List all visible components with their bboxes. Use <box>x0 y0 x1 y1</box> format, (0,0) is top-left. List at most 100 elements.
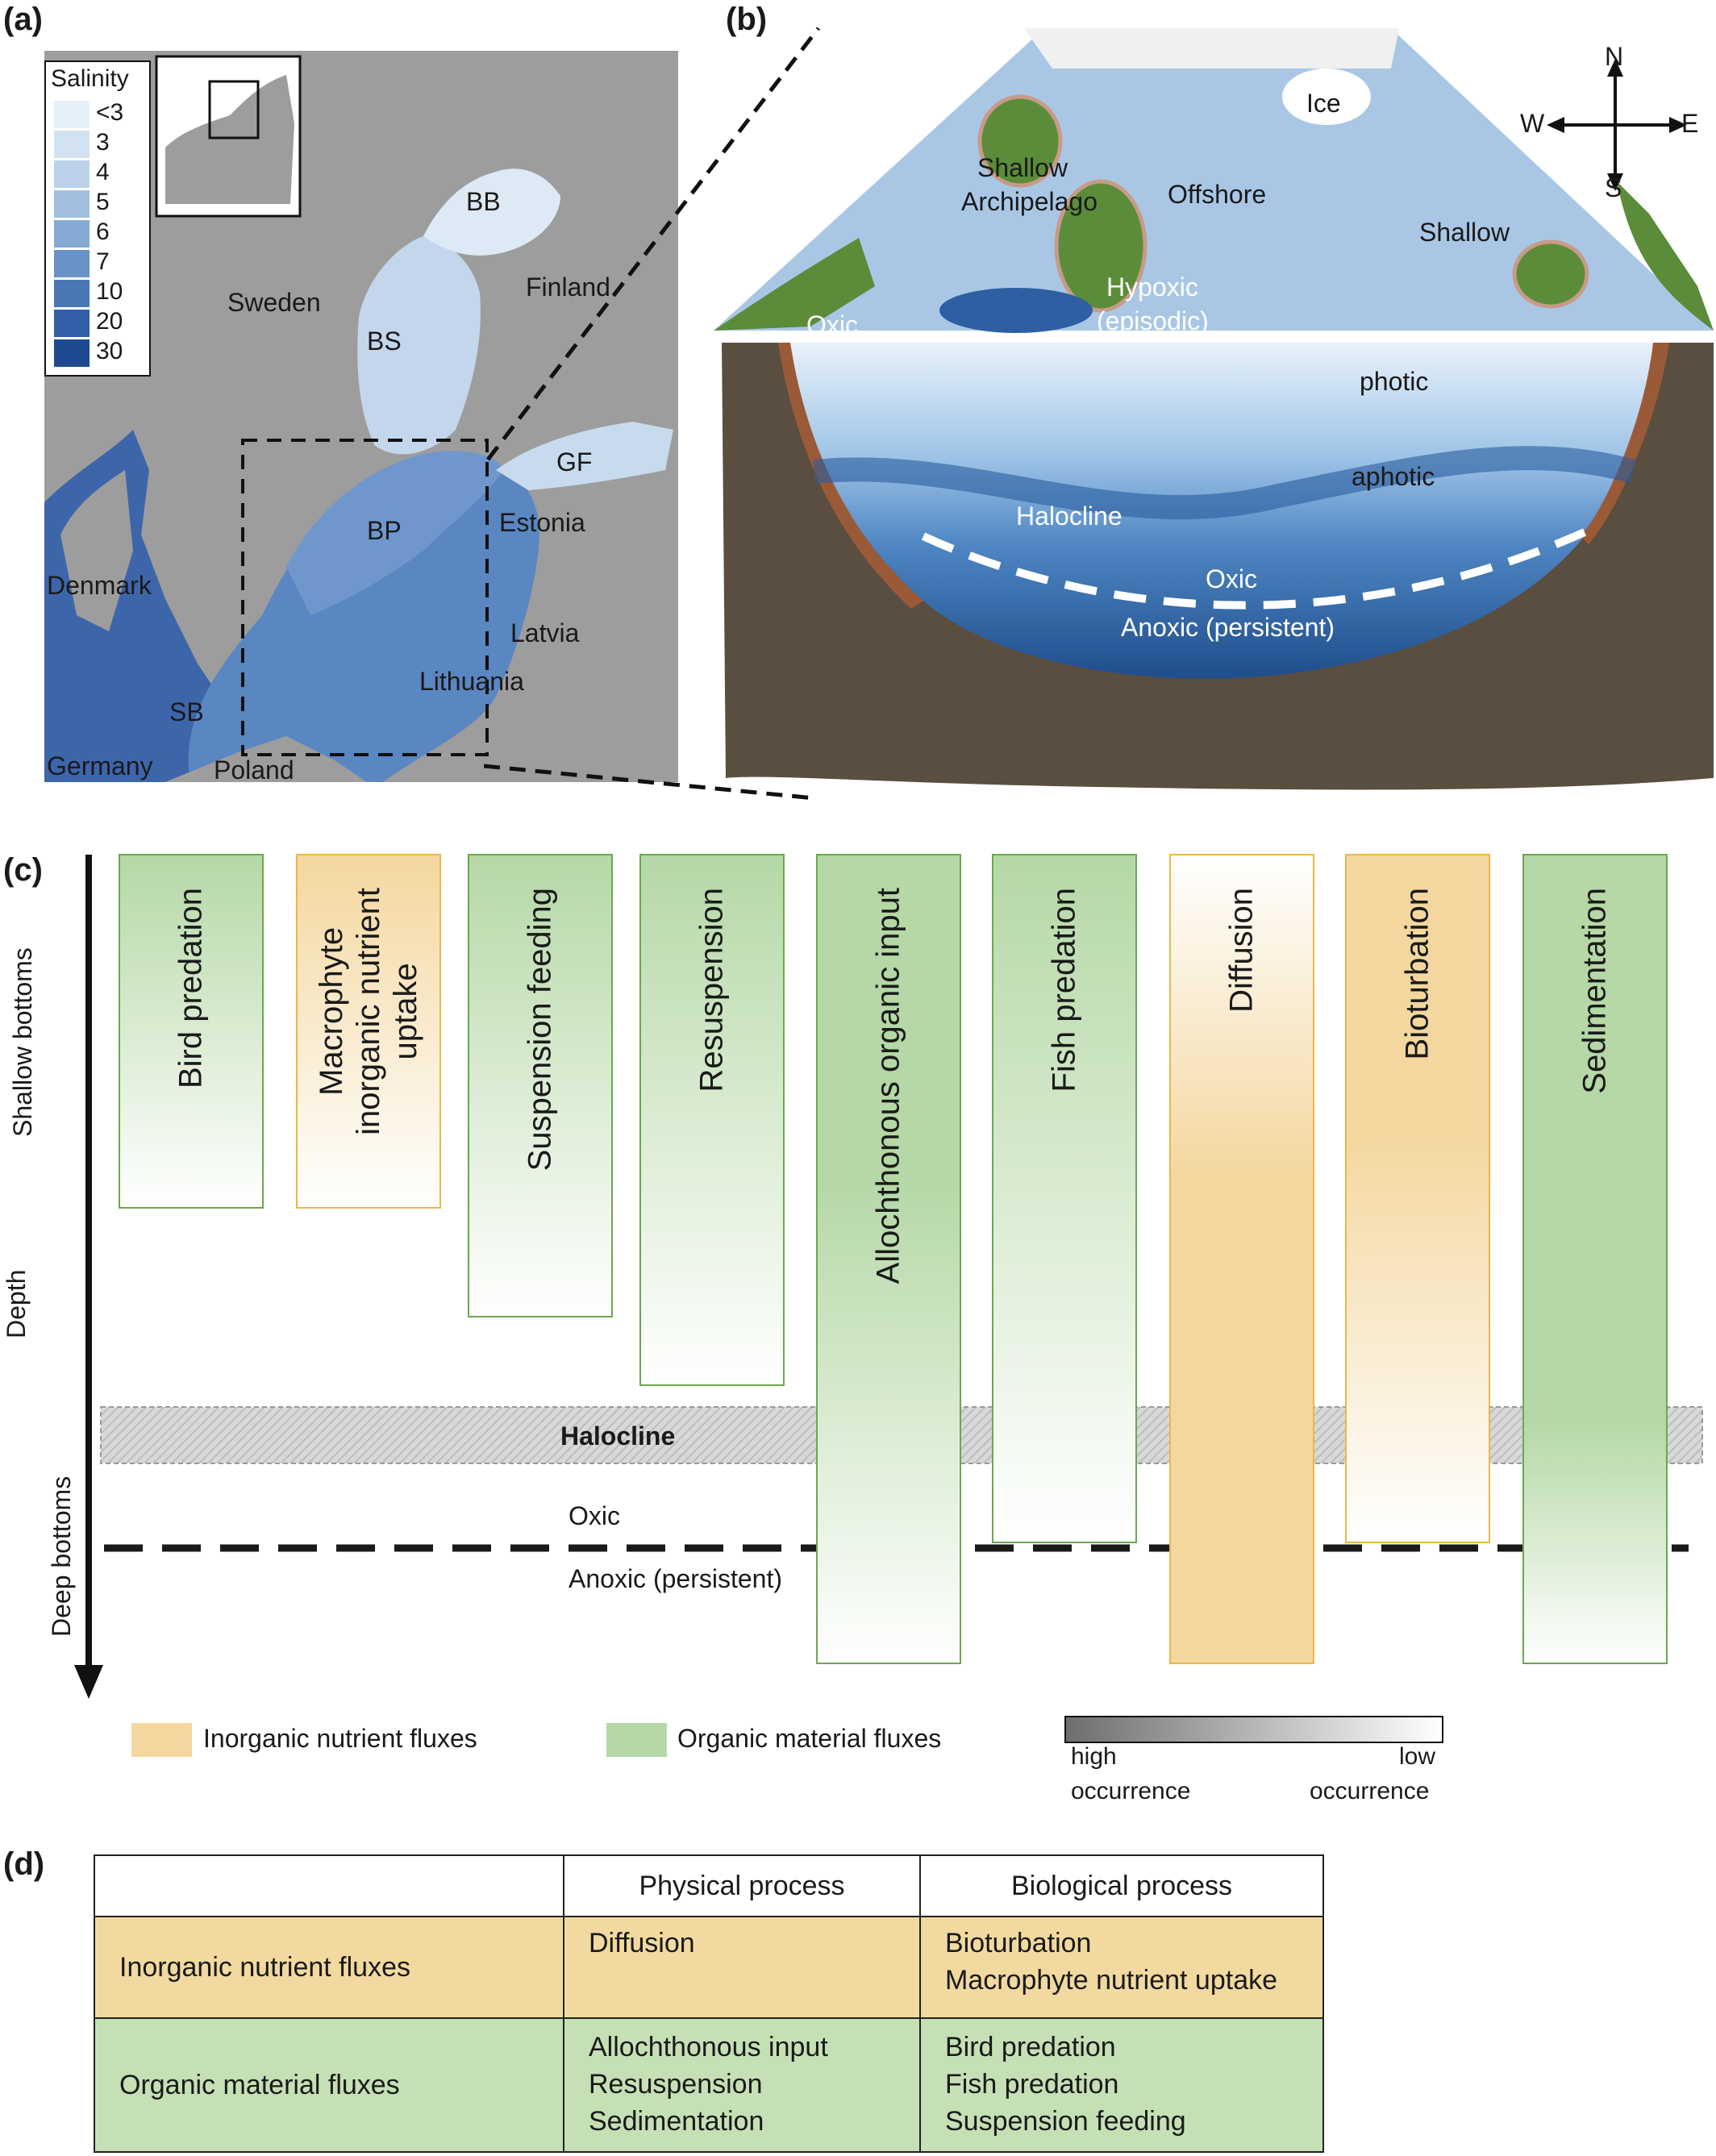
axis-label-shallow: Shallow bottoms <box>8 947 37 1137</box>
legend-organic-label: Organic material fluxes <box>677 1724 942 1753</box>
panel-label-d: (d) <box>3 1846 45 1882</box>
table-cell-biological: Bird predation Fish predation Suspension… <box>919 2017 1324 2153</box>
salinity-legend-label: 5 <box>96 189 110 215</box>
occurrence-low-label: low <box>1399 1743 1436 1770</box>
process-bar: Allochthonous organic input <box>816 854 961 1664</box>
table-cell-item: Allochthonous input <box>589 2032 828 2063</box>
axis-label-depth: Depth <box>2 1269 31 1338</box>
legend-inorganic-label: Inorganic nutrient fluxes <box>203 1724 477 1753</box>
salinity-swatch <box>54 131 90 158</box>
process-bar-label: Bird predation <box>173 888 209 1089</box>
baltic-salinity-map <box>44 51 678 782</box>
salinity-legend-label: 4 <box>96 159 110 185</box>
table-header-physical: Physical process <box>563 1854 921 1917</box>
map-label-gf: GF <box>556 447 593 477</box>
salinity-swatch <box>54 220 90 248</box>
map-label-poland: Poland <box>214 755 294 785</box>
salinity-swatch <box>54 160 90 188</box>
process-bar: Sedimentation <box>1522 854 1668 1664</box>
table-row: Organic material fluxes Allochthonous in… <box>94 2017 1324 2153</box>
process-bar: Resuspension <box>639 854 785 1386</box>
table-row-name: Inorganic nutrient fluxes <box>94 1916 564 2019</box>
process-table: Physical process Biological process Inor… <box>94 1854 1324 2153</box>
map-label-estonia: Estonia <box>499 508 585 537</box>
map-label-finland: Finland <box>526 273 610 302</box>
map-label-sweden: Sweden <box>227 288 321 317</box>
salinity-swatch <box>54 101 90 128</box>
process-bar-label: Diffusion <box>1223 888 1260 1013</box>
process-bar: Diffusion <box>1169 854 1314 1664</box>
process-bar-label: Fish predation <box>1046 888 1082 1093</box>
table-row-name: Organic material fluxes <box>94 2017 564 2153</box>
salinity-legend-label: 20 <box>96 308 123 335</box>
process-bar: Macrophyte inorganic nutrient uptake <box>296 854 441 1209</box>
process-bar: Bird predation <box>119 854 264 1209</box>
salinity-legend-label: 30 <box>96 338 123 364</box>
map-label-latvia: Latvia <box>510 618 580 647</box>
label-aphotic: aphotic <box>1352 462 1435 491</box>
occurrence-high-label-2: occurrence <box>1071 1778 1191 1804</box>
panel-label-c: (c) <box>3 852 43 888</box>
compass-s: S <box>1605 173 1622 202</box>
map-label-denmark: Denmark <box>47 571 152 600</box>
occurrence-low-label-2: occurrence <box>1310 1778 1430 1804</box>
salinity-swatch <box>54 339 90 367</box>
table-cell-biological: Bioturbation Macrophyte nutrient uptake <box>919 1916 1324 2019</box>
table-cell-item: Macrophyte nutrient uptake <box>945 1964 1278 1996</box>
map-label-bp: BP <box>367 516 402 545</box>
table-header-row: Physical process Biological process <box>94 1854 1324 1917</box>
process-bar-label: Allochthonous organic input <box>870 888 906 1284</box>
label-shallow: Shallow <box>1419 218 1510 247</box>
occurrence-gradient-bar <box>1064 1716 1443 1743</box>
compass-e: E <box>1681 109 1699 138</box>
salinity-legend-label: 10 <box>96 278 123 305</box>
label-ice: Ice <box>1306 89 1341 118</box>
table-header-biological: Biological process <box>919 1854 1324 1917</box>
label-hypoxic-1: Hypoxic <box>1106 273 1198 302</box>
salinity-legend: Salinity <3 3 4 5 6 7 10 20 30 <box>44 60 151 377</box>
zoom-connector-lines <box>484 27 820 801</box>
table-cell-item: Fish predation <box>945 2069 1119 2100</box>
label-shallow-archipelago-2: Archipelago <box>961 187 1097 216</box>
legend-swatch-inorganic <box>131 1723 192 1757</box>
oxic-label: Oxic <box>569 1501 620 1530</box>
depth-axis-arrow <box>74 855 103 1699</box>
process-bar-label: Suspension feeding <box>522 888 558 1172</box>
label-anoxic: Anoxic (persistent) <box>1121 613 1335 642</box>
map-label-bb: BB <box>466 187 501 216</box>
panel-label-b: (b) <box>726 2 768 37</box>
table-cell-item: Bird predation <box>945 2032 1116 2063</box>
salinity-legend-label: 3 <box>96 129 110 156</box>
salinity-legend-label: 7 <box>96 248 110 275</box>
label-halocline: Halocline <box>1016 502 1122 531</box>
panel-label-a: (a) <box>3 2 43 37</box>
occurrence-high-label: high <box>1071 1743 1117 1770</box>
label-shallow-archipelago-1: Shallow <box>977 153 1068 182</box>
halocline-label: Halocline <box>560 1421 676 1451</box>
label-oxic-surface: Oxic <box>806 310 858 339</box>
table-header-empty <box>94 1854 564 1917</box>
table-cell-physical: Allochthonous input Resuspension Sedimen… <box>563 2017 921 2153</box>
map-label-sb: SB <box>169 697 204 726</box>
table-cell-item: Bioturbation <box>945 1928 1092 1958</box>
salinity-legend-label: 6 <box>96 219 110 245</box>
salinity-swatch <box>54 250 90 277</box>
salinity-swatch <box>54 190 90 218</box>
label-photic: photic <box>1360 367 1429 396</box>
basin-cross-section <box>714 28 1714 790</box>
compass-w: W <box>1520 109 1545 138</box>
map-label-bs: BS <box>367 327 402 356</box>
label-hypoxic-2: (episodic) <box>1097 306 1209 335</box>
table-cell-item: Sedimentation <box>589 2105 764 2137</box>
process-bar-label: Macrophyte inorganic nutrient uptake <box>314 888 423 1135</box>
map-label-germany: Germany <box>47 751 153 780</box>
legend-swatch-organic <box>606 1723 667 1757</box>
salinity-legend-title: Salinity <box>51 65 129 92</box>
process-bar: Bioturbation <box>1345 854 1490 1543</box>
table-cell-item: Diffusion <box>589 1928 695 1958</box>
salinity-legend-label: <3 <box>96 99 124 126</box>
salinity-swatch <box>54 310 90 337</box>
label-oxic-deep: Oxic <box>1206 564 1257 593</box>
process-bar-label: Sedimentation <box>1576 888 1613 1094</box>
process-bar-label: Bioturbation <box>1399 888 1435 1060</box>
